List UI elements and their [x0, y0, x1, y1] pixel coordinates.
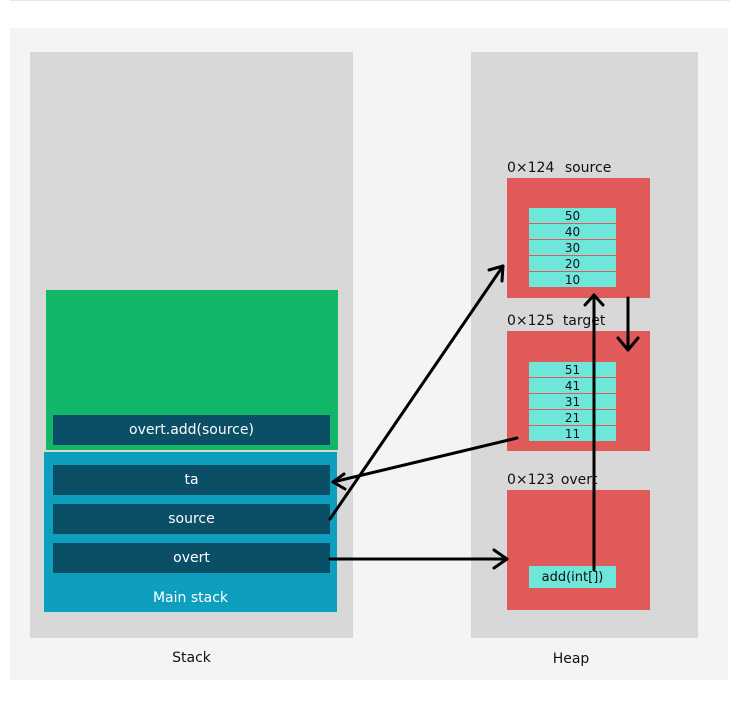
- heap-address: 0×124: [507, 160, 555, 176]
- top-divider: [10, 0, 730, 1]
- heap-address: 0×123: [507, 472, 555, 488]
- heap-object-overt: [507, 490, 650, 610]
- heap-caption: Heap: [552, 651, 590, 667]
- array-cell: 40: [529, 224, 616, 240]
- arrowhead: [487, 264, 505, 283]
- heap-object-name: source: [564, 160, 612, 176]
- arrowhead: [583, 293, 605, 307]
- array-cell: 10: [529, 272, 616, 288]
- array-source: 50 40 30 20 10: [529, 208, 616, 288]
- heap-object-name: overt: [560, 472, 598, 488]
- stack-slot-source: source: [53, 504, 330, 534]
- arrow-source-ref: [328, 264, 505, 521]
- array-cell: 30: [529, 240, 616, 256]
- heap-address: 0×125: [507, 313, 555, 329]
- arrow-target-to-ta: [331, 436, 519, 484]
- stack-caption: Stack: [172, 650, 211, 666]
- stack-slot-overt: overt: [53, 543, 330, 573]
- array-cell: 50: [529, 208, 616, 224]
- method-add: add(int[]): [529, 566, 616, 588]
- stack-slot-ta: ta: [53, 465, 330, 495]
- heap-label-overt: 0×123 overt: [507, 472, 598, 488]
- frame-label: overt.add(source): [53, 415, 330, 445]
- arrowhead: [492, 548, 509, 570]
- heap-label-source: 0×124 source: [507, 160, 611, 176]
- array-cell: 20: [529, 256, 616, 272]
- main-stack-label: Main stack: [152, 590, 229, 606]
- arrowhead: [331, 472, 347, 491]
- arrowhead: [616, 336, 640, 352]
